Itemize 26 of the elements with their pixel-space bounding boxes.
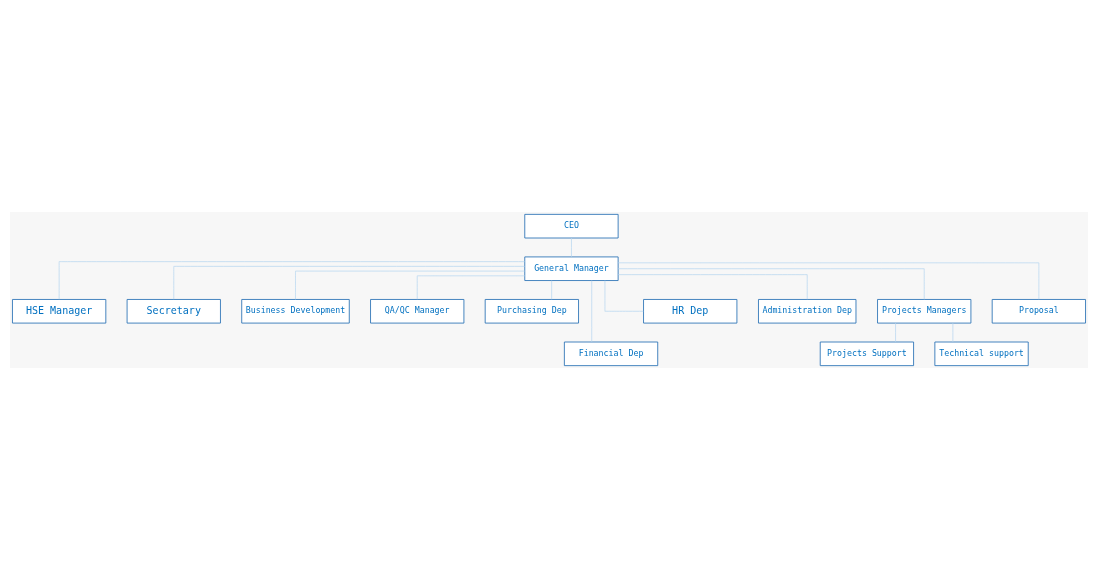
node-box: HR Dep — [643, 299, 738, 324]
node-box: Technical support — [934, 341, 1029, 367]
connector — [617, 274, 808, 300]
node-box: Business Development — [241, 299, 350, 324]
node-box: General Manager — [524, 256, 619, 281]
node-box: Purchasing Dep — [484, 299, 579, 324]
connector — [895, 322, 896, 343]
node-box: Administration Dep — [758, 299, 857, 324]
node-box: HSE Manager — [12, 299, 107, 324]
connector — [591, 280, 593, 343]
node-box: Projects Managers — [877, 299, 972, 324]
connector — [295, 270, 525, 300]
node-box: Financial Dep — [563, 341, 659, 367]
node-box: Secretary — [126, 299, 221, 324]
connector — [571, 237, 572, 258]
connector — [617, 262, 1040, 300]
connector — [58, 261, 525, 300]
node-box: QA/QC Manager — [370, 299, 465, 324]
connector — [551, 280, 552, 300]
connector — [604, 280, 644, 312]
connector — [416, 275, 526, 300]
node-box: Projects Support — [819, 341, 915, 367]
node-box: CEO — [524, 213, 619, 239]
node-box: Proposal — [991, 299, 1086, 324]
connector — [173, 266, 526, 300]
connector — [617, 268, 925, 300]
